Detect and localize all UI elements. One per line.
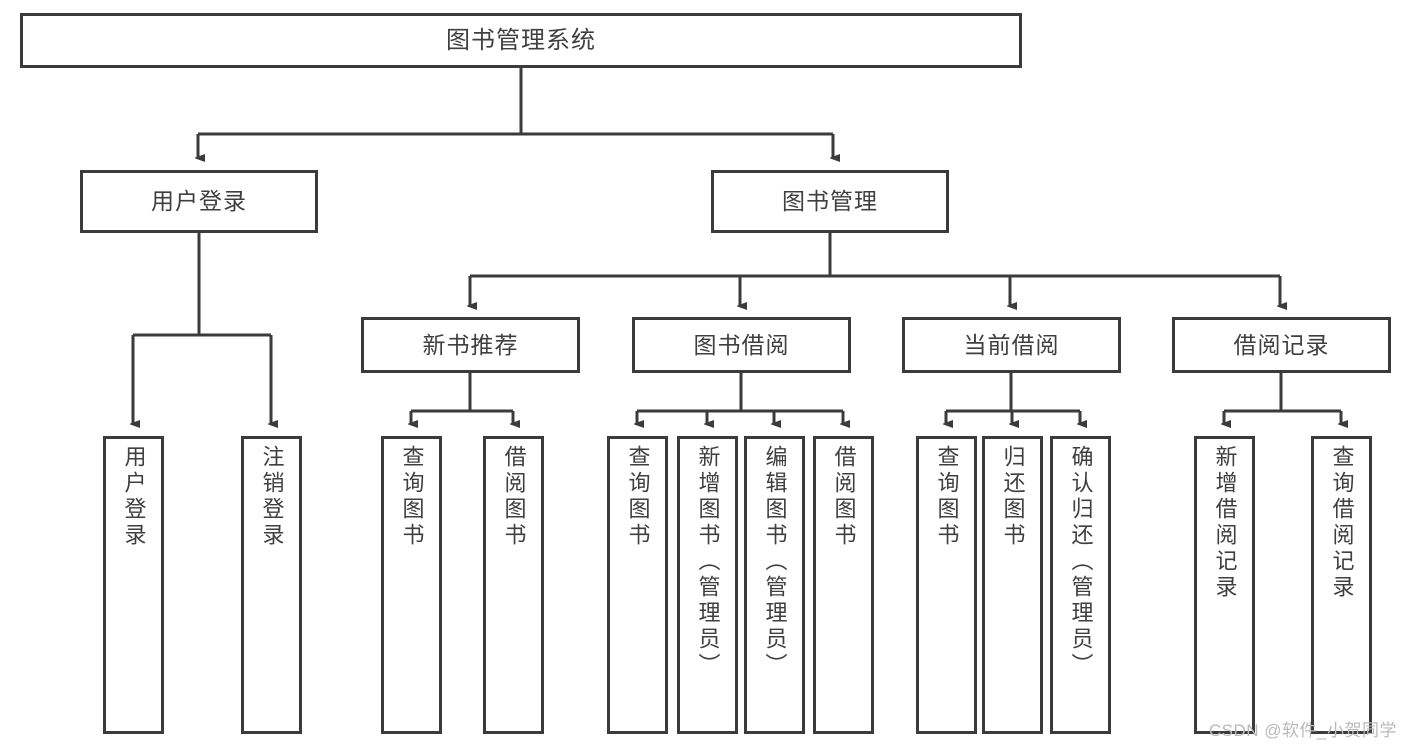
node-label: 查询借阅记录	[1329, 445, 1355, 601]
leaf-user-login[interactable]: 用户登录	[103, 436, 164, 734]
node-label: 当前借阅	[963, 331, 1060, 358]
leaf-user-logout[interactable]: 注销登录	[241, 436, 302, 734]
leaf-borrow-edit-book[interactable]: 编辑图书（管理员）	[744, 436, 805, 734]
node-label: 借阅记录	[1233, 331, 1330, 358]
node-label: 查询图书	[934, 445, 960, 549]
node-label: 确认归还（管理员）	[1068, 445, 1094, 679]
leaf-record-add-record[interactable]: 新增借阅记录	[1194, 436, 1255, 734]
node-label: 借阅图书	[831, 445, 857, 549]
node-label: 查询图书	[399, 445, 425, 549]
node-label: 查询图书	[625, 445, 651, 549]
node-current-borrow[interactable]: 当前借阅	[902, 317, 1121, 373]
node-book-management-system[interactable]: 图书管理系统	[20, 13, 1022, 68]
node-label: 编辑图书（管理员）	[762, 445, 788, 679]
node-label: 图书管理	[782, 188, 878, 215]
node-label: 注销登录	[259, 445, 285, 549]
leaf-borrow-borrow-book[interactable]: 借阅图书	[813, 436, 874, 734]
leaf-current-return-book[interactable]: 归还图书	[982, 436, 1043, 734]
node-label: 借阅图书	[501, 445, 527, 549]
leaf-record-query-record[interactable]: 查询借阅记录	[1311, 436, 1372, 734]
node-label: 新增借阅记录	[1212, 445, 1238, 601]
node-book-management[interactable]: 图书管理	[711, 170, 949, 233]
node-label: 图书借阅	[693, 331, 790, 358]
node-label: 新书推荐	[422, 331, 519, 358]
node-label: 新增图书（管理员）	[695, 445, 721, 679]
node-label: 归还图书	[1000, 445, 1026, 549]
leaf-current-confirm-return[interactable]: 确认归还（管理员）	[1050, 436, 1111, 734]
leaf-borrow-query-book[interactable]: 查询图书	[607, 436, 668, 734]
leaf-recommend-borrow-book[interactable]: 借阅图书	[483, 436, 544, 734]
leaf-recommend-query-book[interactable]: 查询图书	[381, 436, 442, 734]
node-label: 图书管理系统	[446, 26, 596, 54]
node-label: 用户登录	[121, 445, 147, 549]
leaf-borrow-add-book[interactable]: 新增图书（管理员）	[677, 436, 738, 734]
node-label: 用户登录	[151, 188, 247, 215]
node-borrow-record[interactable]: 借阅记录	[1172, 317, 1391, 373]
node-book-borrow[interactable]: 图书借阅	[632, 317, 851, 373]
leaf-current-query-book[interactable]: 查询图书	[916, 436, 977, 734]
node-new-book-recommend[interactable]: 新书推荐	[361, 317, 580, 373]
node-user-login[interactable]: 用户登录	[80, 170, 318, 233]
watermark: CSDN @软件_小贺同学	[1208, 721, 1397, 740]
